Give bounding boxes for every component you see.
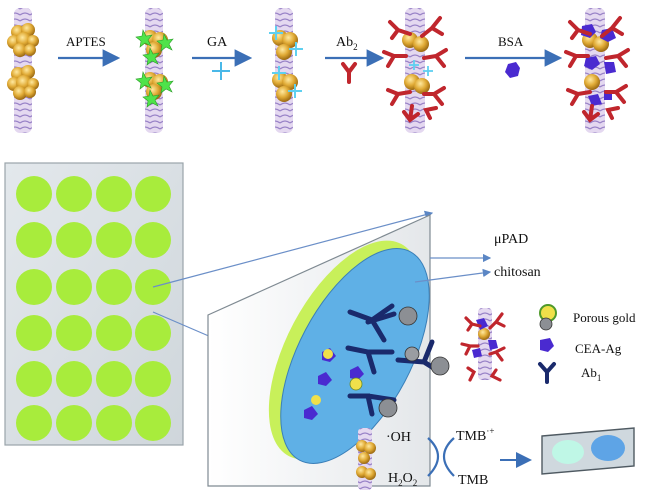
step-row: APTES GA xyxy=(7,8,630,133)
ga-cross-icon xyxy=(409,60,433,76)
ga-cross-icon xyxy=(269,26,303,98)
legend-ab1: Ab1 xyxy=(581,365,601,383)
crossed-arrows-icon xyxy=(427,437,455,477)
gold-cluster-icon xyxy=(7,23,39,57)
chitosan-pointer xyxy=(414,268,492,283)
legend: Porous gold CEA-Ag Ab1 xyxy=(538,304,636,384)
rod-bare xyxy=(7,8,39,133)
rod-ga xyxy=(269,8,303,133)
bsa-blob-icon xyxy=(505,62,520,78)
cea-ag-legend-icon xyxy=(540,338,554,352)
ab2-antibody-icon xyxy=(341,62,357,84)
result-strip xyxy=(541,427,635,475)
step-label-ab2: Ab2 xyxy=(336,35,358,52)
step-label-aptes: APTES xyxy=(66,34,106,49)
capture-antibodies xyxy=(345,303,443,417)
rod-bsa xyxy=(564,8,630,133)
well-plate xyxy=(4,162,184,446)
ab1-legend-icon xyxy=(538,362,556,384)
label-chitosan: chitosan xyxy=(494,265,541,280)
ga-cross-icon xyxy=(212,62,230,80)
zoom-lines xyxy=(152,210,434,342)
label-upad: μPAD xyxy=(494,232,528,247)
legend-porous-gold: Porous gold xyxy=(573,310,636,325)
detection-disk xyxy=(268,240,430,464)
probe-rod xyxy=(460,308,506,382)
step-label-bsa: BSA xyxy=(498,34,524,49)
cea-antigen-icon xyxy=(304,348,364,420)
aptes-star-icon xyxy=(135,29,174,108)
label-hydroxyl-radical: ·OH xyxy=(386,430,411,445)
reaction-rod xyxy=(356,428,376,490)
reaction-scheme: ·OH H2O2 TMB·+ TMB xyxy=(356,426,635,490)
porous-gold-particle-icon xyxy=(311,306,450,418)
rod-ab2 xyxy=(382,8,448,133)
gold-cluster-icon xyxy=(7,65,39,100)
legend-cea-ag: CEA-Ag xyxy=(575,341,622,356)
label-tmb: TMB xyxy=(458,473,488,488)
label-h2o2: H2O2 xyxy=(388,471,417,488)
antibody-icon xyxy=(564,16,630,123)
label-tmb-oxidized: TMB·+ xyxy=(456,426,494,444)
rod-aptes xyxy=(135,8,174,133)
porous-gold-legend-icon xyxy=(539,304,557,331)
antibody-icon xyxy=(382,16,448,123)
well-grid xyxy=(16,176,171,441)
step-label-ga: GA xyxy=(207,35,228,50)
